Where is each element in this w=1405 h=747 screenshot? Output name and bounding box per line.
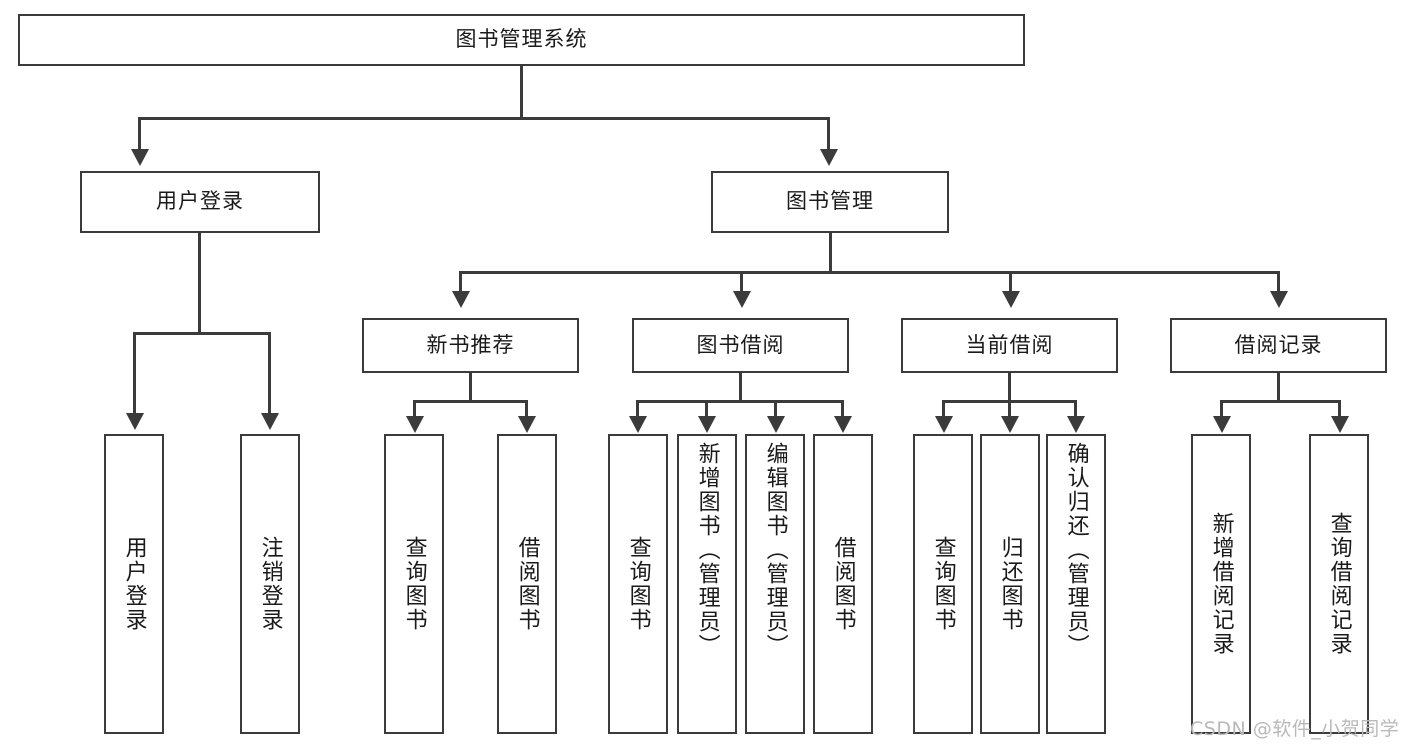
arrowhead-user-login xyxy=(131,149,149,166)
arrowhead-query-book-3 xyxy=(935,416,953,433)
node-book-borrow[interactable]: 图书借阅 xyxy=(632,318,849,373)
leaf-query-borrow-record[interactable]: 查询借阅记录 xyxy=(1309,434,1369,734)
node-new-book-recommend[interactable]: 新书推荐 xyxy=(362,318,579,373)
connector-borrow-record-stem xyxy=(1277,373,1280,402)
leaf-query-book-borrow[interactable]: 查询图书 xyxy=(608,434,668,734)
arrowhead-confirm-return xyxy=(1067,416,1085,433)
node-label: 用户登录 xyxy=(121,536,147,632)
connector-borrow-record-c1 xyxy=(1220,400,1223,418)
connector-book-borrow-c4 xyxy=(841,400,844,418)
connector-user-login-right xyxy=(268,332,271,415)
node-book-manage[interactable]: 图书管理 xyxy=(711,171,949,233)
node-label: 图书借阅 xyxy=(696,332,785,357)
node-label: 用户登录 xyxy=(156,189,244,214)
node-label: 图书管理系统 xyxy=(455,27,588,52)
connector-to-borrow-record xyxy=(1277,271,1280,293)
node-label: 查询图书 xyxy=(930,536,956,632)
node-user-login[interactable]: 用户登录 xyxy=(80,171,320,233)
arrowhead-edit-book xyxy=(767,416,785,433)
arrowhead-add-record xyxy=(1213,416,1231,433)
node-current-borrow[interactable]: 当前借阅 xyxy=(901,318,1118,373)
connector-new-book-c1 xyxy=(413,400,416,418)
leaf-return-book[interactable]: 归还图书 xyxy=(980,434,1040,734)
arrowhead-query-record xyxy=(1331,416,1349,433)
connector-to-user-login xyxy=(138,117,141,151)
leaf-add-book[interactable]: 新增图书（管理员） xyxy=(677,434,737,734)
arrowhead-query-book-1 xyxy=(406,416,424,433)
connector-level3-bar xyxy=(459,271,1280,274)
connector-book-borrow-bar xyxy=(636,400,842,403)
connector-borrow-record-bar xyxy=(1220,400,1340,403)
connector-to-book-borrow xyxy=(740,271,743,293)
leaf-query-book-recommend[interactable]: 查询图书 xyxy=(384,434,444,734)
arrowhead-add-book xyxy=(698,416,716,433)
connector-new-book-c2 xyxy=(525,400,528,418)
node-borrow-record[interactable]: 借阅记录 xyxy=(1170,318,1387,373)
node-label: 借阅记录 xyxy=(1234,332,1323,357)
node-label: 查询借阅记录 xyxy=(1326,512,1352,656)
connector-current-borrow-c1 xyxy=(942,400,945,418)
node-label: 图书管理 xyxy=(786,189,874,214)
node-label: 编辑图书（管理员） xyxy=(762,442,788,658)
arrowhead-borrow-book-1 xyxy=(518,416,536,433)
node-label: 借阅图书 xyxy=(830,536,856,632)
watermark-text: CSDN @软件_小贺同学 xyxy=(1190,718,1400,740)
connector-book-borrow-c1 xyxy=(636,400,639,418)
leaf-query-book-current[interactable]: 查询图书 xyxy=(913,434,973,734)
node-label: 新增图书（管理员） xyxy=(694,442,720,658)
connector-new-book-bar xyxy=(413,400,528,403)
connector-user-login-left xyxy=(133,332,136,415)
connector-current-borrow-stem xyxy=(1008,373,1011,402)
leaf-confirm-return[interactable]: 确认归还（管理员） xyxy=(1046,434,1106,734)
arrowhead-book-manage xyxy=(820,149,838,166)
arrowhead-new-book xyxy=(452,291,470,308)
connector-to-book-manage xyxy=(827,117,830,151)
node-label: 当前借阅 xyxy=(965,332,1054,357)
leaf-borrow-book-recommend[interactable]: 借阅图书 xyxy=(497,434,557,734)
leaf-borrow-book[interactable]: 借阅图书 xyxy=(813,434,873,734)
connector-level2-bar xyxy=(138,117,830,120)
arrowhead-borrow-book-2 xyxy=(834,416,852,433)
connector-new-book-stem xyxy=(469,373,472,402)
connector-current-borrow-c2 xyxy=(1008,400,1011,418)
connector-book-borrow-stem xyxy=(739,373,742,402)
connector-book-manage-stem xyxy=(829,233,832,273)
arrowhead-borrow-record xyxy=(1270,291,1288,308)
node-label: 新增借阅记录 xyxy=(1208,512,1234,656)
node-label: 查询图书 xyxy=(401,536,427,632)
connector-root-stem xyxy=(520,66,523,119)
connector-book-borrow-c2 xyxy=(705,400,708,418)
connector-to-current-borrow xyxy=(1009,271,1012,293)
node-label: 归还图书 xyxy=(997,536,1023,632)
arrowhead-current-borrow xyxy=(1002,291,1020,308)
node-label: 注销登录 xyxy=(257,536,283,632)
arrowhead-query-book-2 xyxy=(629,416,647,433)
connector-book-borrow-c3 xyxy=(774,400,777,418)
connector-to-new-book xyxy=(459,271,462,293)
arrowhead-book-borrow xyxy=(733,291,751,308)
connector-user-login-stem xyxy=(198,233,201,334)
node-label: 查询图书 xyxy=(625,536,651,632)
node-root-system[interactable]: 图书管理系统 xyxy=(18,14,1025,66)
node-label: 新书推荐 xyxy=(426,332,515,357)
node-label: 确认归还（管理员） xyxy=(1063,442,1089,658)
connector-borrow-record-c2 xyxy=(1338,400,1341,418)
arrowhead-leaf-user-login xyxy=(126,413,144,430)
arrowhead-leaf-logout xyxy=(261,413,279,430)
leaf-user-login[interactable]: 用户登录 xyxy=(104,434,164,734)
connector-user-login-bar xyxy=(133,332,271,335)
leaf-logout[interactable]: 注销登录 xyxy=(240,434,300,734)
node-label: 借阅图书 xyxy=(514,536,540,632)
leaf-edit-book[interactable]: 编辑图书（管理员） xyxy=(745,434,805,734)
arrowhead-return-book xyxy=(1001,416,1019,433)
leaf-add-borrow-record[interactable]: 新增借阅记录 xyxy=(1191,434,1251,734)
connector-current-borrow-c3 xyxy=(1074,400,1077,418)
